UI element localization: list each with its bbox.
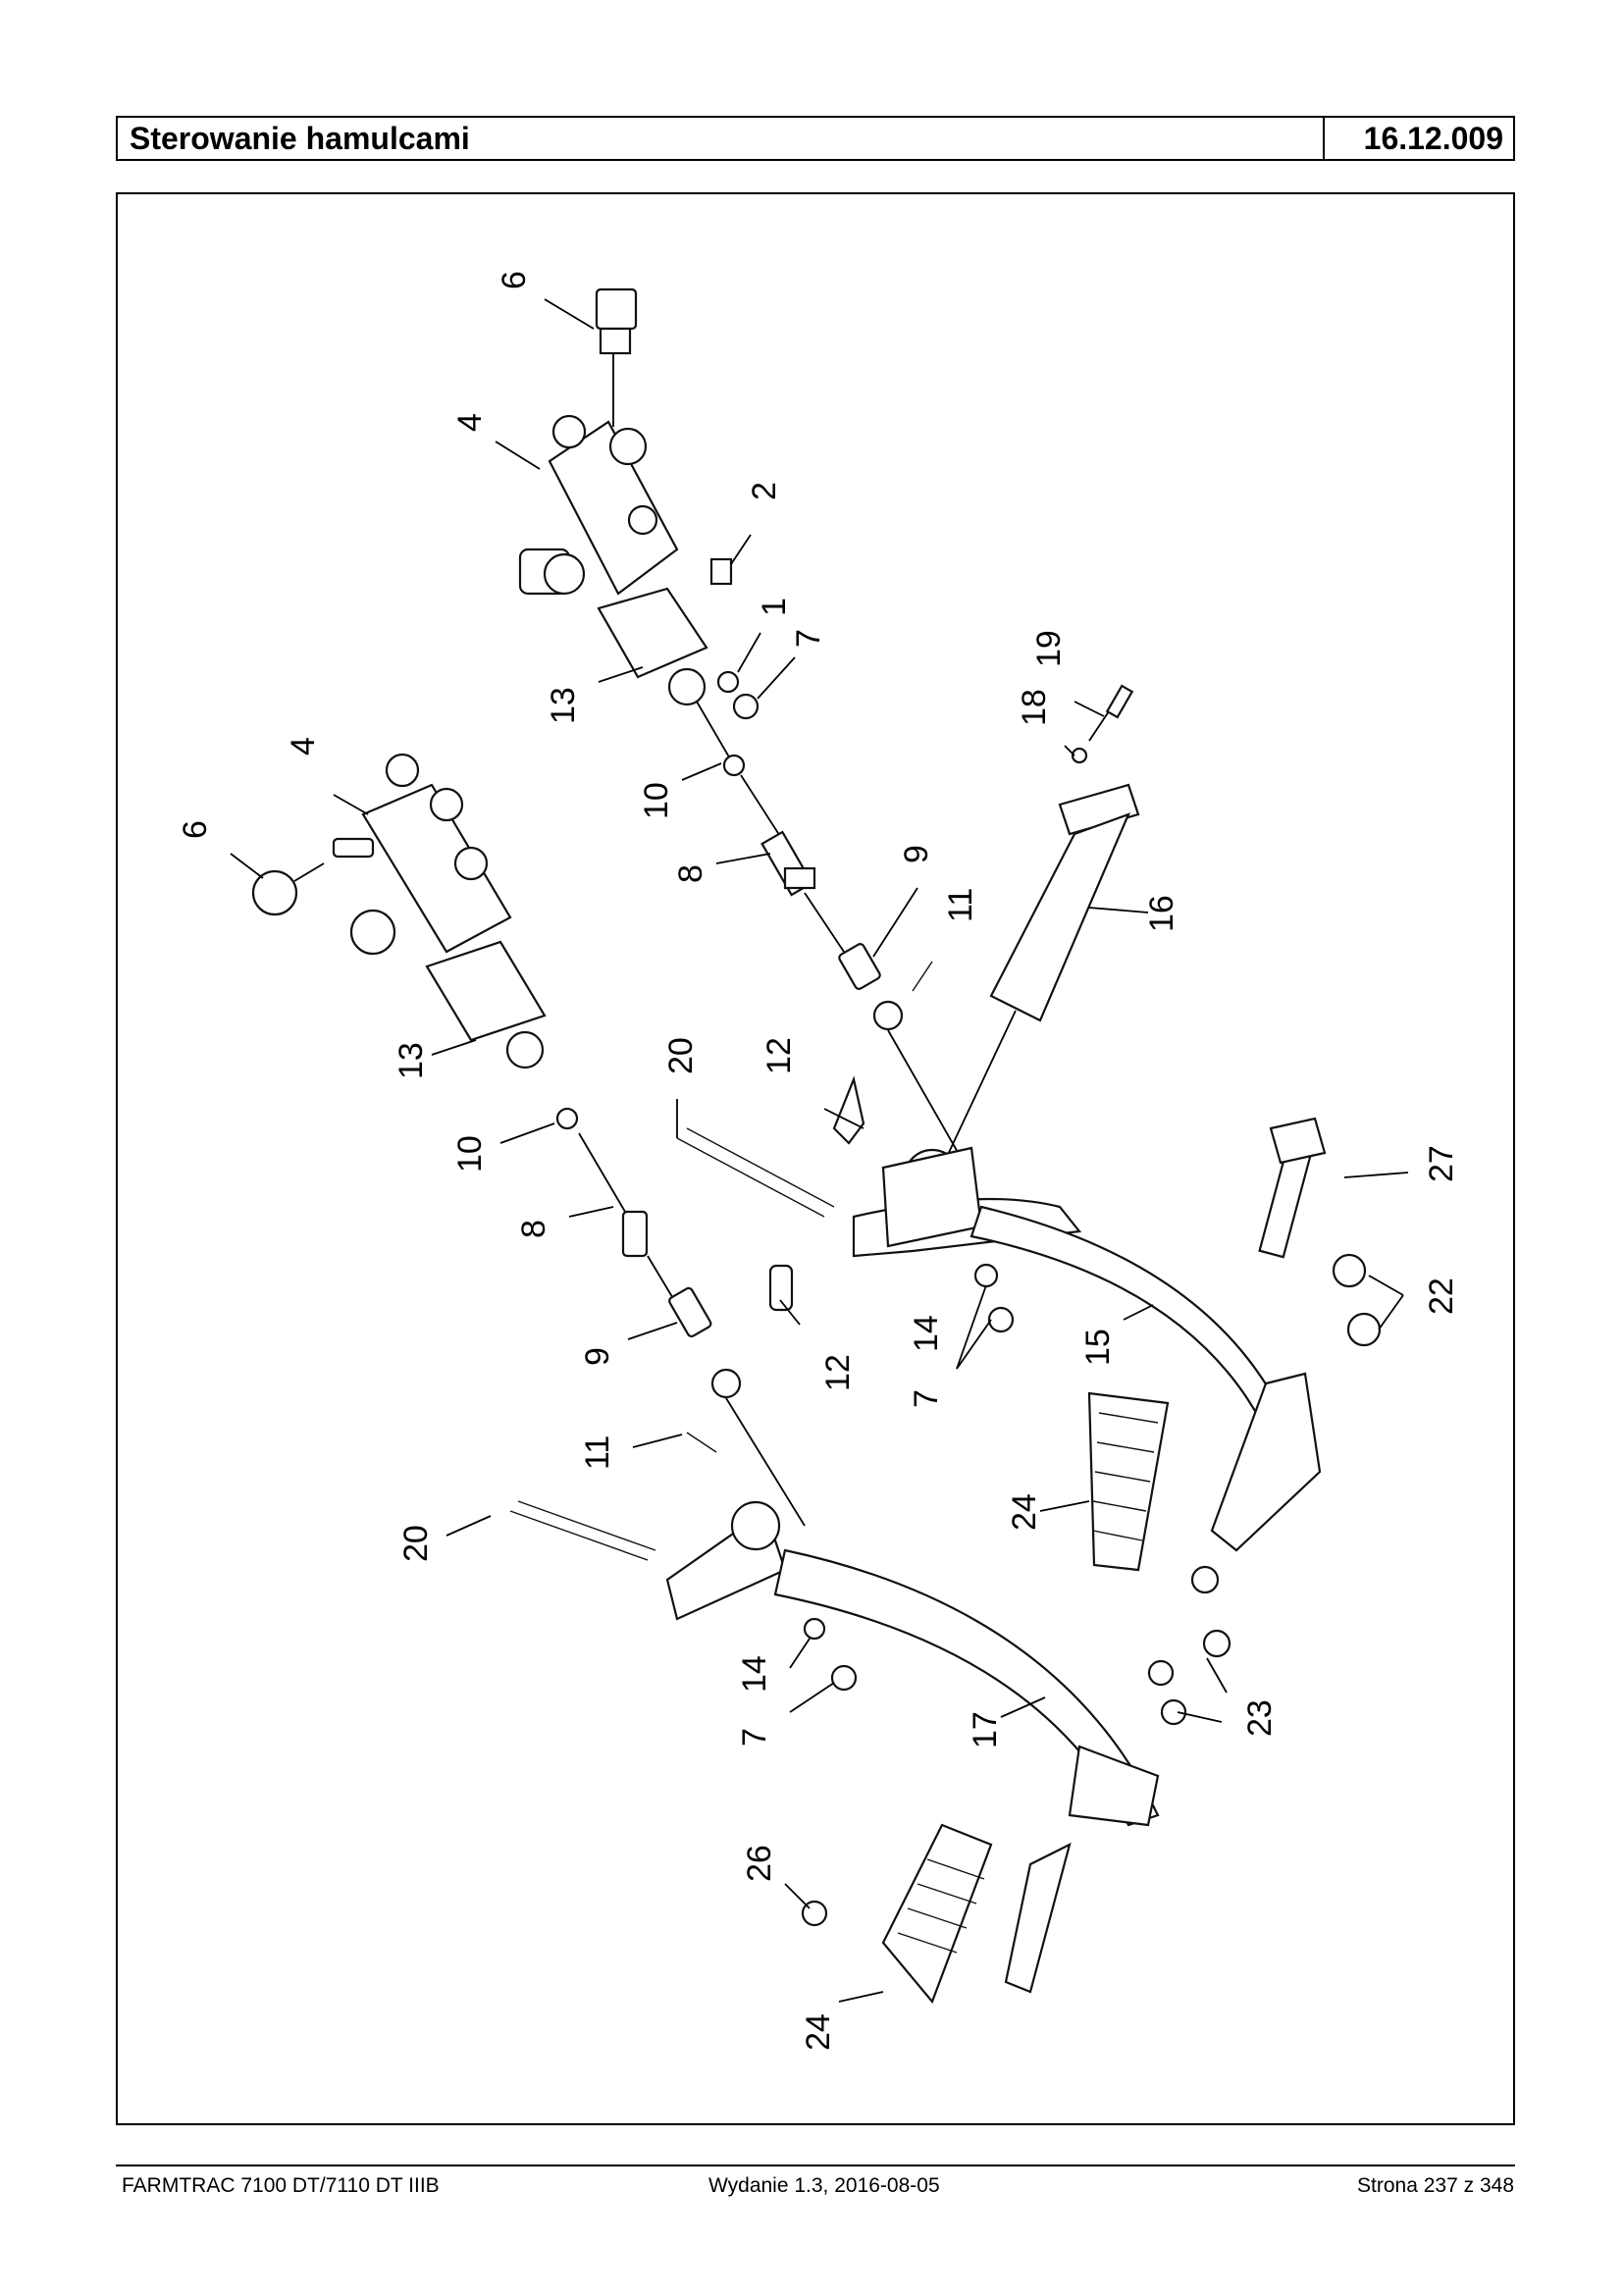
callout-1: 1 <box>756 598 793 616</box>
callout-11: 11 <box>942 888 979 922</box>
callout-9: 9 <box>898 845 935 863</box>
callout-7: 7 <box>790 629 827 648</box>
callout-14: 14 <box>736 1655 773 1693</box>
callout-26: 26 <box>741 1845 778 1882</box>
callout-24: 24 <box>1006 1493 1043 1531</box>
callout-6: 6 <box>177 820 214 839</box>
cross-shaft <box>936 684 1140 1178</box>
callout-24: 24 <box>800 2013 837 2051</box>
callout-16: 16 <box>1143 895 1180 932</box>
pushrod-upper <box>722 754 968 1169</box>
footer-model: FARMTRAC 7100 DT/7110 DT IIIB <box>122 2174 440 2197</box>
callout-11: 11 <box>579 1435 616 1470</box>
callout-12: 12 <box>760 1037 798 1074</box>
callout-7: 7 <box>908 1389 945 1408</box>
callout-8: 8 <box>672 864 709 883</box>
footer-page-number: Strona 237 z 348 <box>1357 2174 1514 2197</box>
section-code: 16.12.009 <box>1363 121 1503 156</box>
callout-8: 8 <box>515 1220 552 1238</box>
callout-13: 13 <box>545 687 582 724</box>
callout-27: 27 <box>1423 1145 1460 1182</box>
callout-9: 9 <box>579 1347 616 1366</box>
master-cylinder-lower <box>251 753 547 1069</box>
callout-20: 20 <box>397 1525 435 1562</box>
callout-17: 17 <box>967 1711 1004 1748</box>
callout-2: 2 <box>746 482 783 500</box>
callout-12: 12 <box>819 1354 857 1391</box>
callout-4: 4 <box>285 737 322 756</box>
callout-6: 6 <box>496 271 533 289</box>
callout-20: 20 <box>662 1037 700 1074</box>
pedal-pad-upper <box>1087 1391 1170 1572</box>
callout-13: 13 <box>393 1042 430 1079</box>
callout-10: 10 <box>638 782 675 819</box>
pedal-arm-lower <box>665 1500 1160 1994</box>
pedal-arm-upper <box>852 1117 1327 1552</box>
pedal-pad-lower <box>881 1823 993 2005</box>
callout-18: 18 <box>1016 689 1053 726</box>
callout-labels: 6 4 2 1 7 13 10 8 9 11 12 19 18 16 20 27… <box>177 271 1460 2051</box>
callout-14: 14 <box>908 1315 945 1352</box>
leader-lines <box>230 298 1409 2003</box>
footer-edition: Wydanie 1.3, 2016-08-05 <box>708 2174 940 2197</box>
callout-23: 23 <box>1241 1699 1279 1737</box>
callout-4: 4 <box>451 413 489 432</box>
master-cylinder-upper <box>518 287 760 761</box>
return-springs <box>509 1127 835 1561</box>
callout-19: 19 <box>1030 630 1068 667</box>
callout-10: 10 <box>451 1135 489 1173</box>
callout-22: 22 <box>1423 1278 1460 1315</box>
footer-divider <box>116 2165 1515 2166</box>
page-header: Sterowanie hamulcami 16.12.009 <box>116 116 1515 161</box>
diagram-frame <box>116 192 1515 2125</box>
page-title: Sterowanie hamulcami <box>118 118 1325 159</box>
fasteners <box>801 1253 1382 1927</box>
callout-7: 7 <box>736 1728 773 1747</box>
pushrod-lower <box>555 1107 806 1527</box>
callout-15: 15 <box>1079 1329 1117 1366</box>
